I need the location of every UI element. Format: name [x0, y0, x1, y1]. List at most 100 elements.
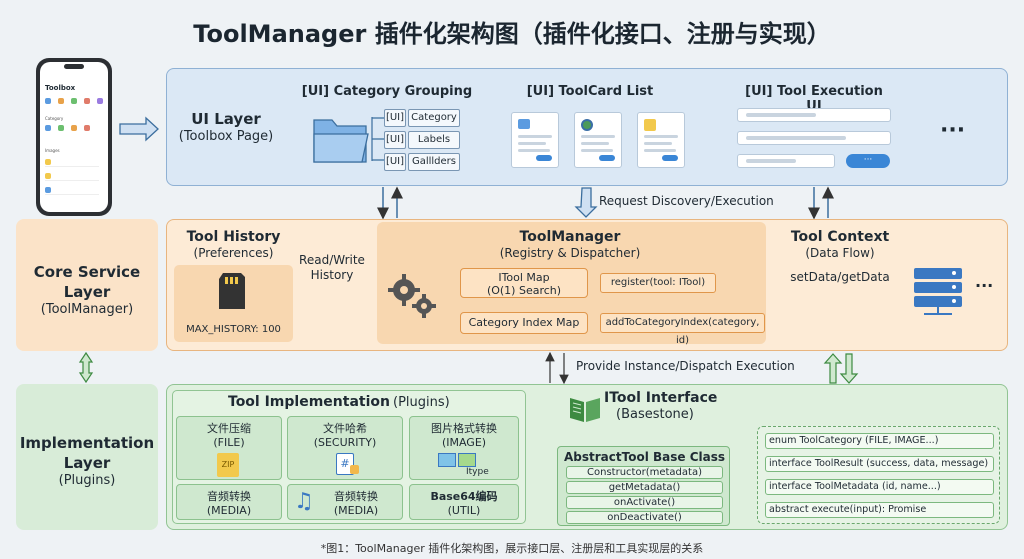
request-arrow — [574, 187, 598, 218]
server-icon — [914, 268, 962, 315]
plugin-type: (MEDIA) — [206, 504, 252, 517]
tag-bracket — [371, 117, 384, 161]
tool-card — [637, 112, 685, 168]
phone-app-icon — [58, 98, 64, 104]
folder-icon — [313, 119, 369, 163]
max-history-label: MAX_HISTORY: 100 — [186, 324, 281, 335]
set-get-data-label: setData/getData — [790, 270, 890, 284]
abstract-tool-title: AbstractTool Base Class — [564, 450, 725, 464]
abstract-execute: abstract execute(input): Promise — [765, 502, 994, 518]
phone-notch — [64, 64, 84, 69]
plugin-type: (UTIL) — [447, 504, 481, 517]
ui-tag-prefix: [UI] — [384, 131, 406, 149]
tool-implementation-title: Tool Implementation — [228, 394, 390, 410]
figure-caption: *图1：ToolManager 插件化架构图，展示接口层、注册层和工具实现层的关… — [320, 542, 704, 555]
plugin-file-compress: 文件压缩 (FILE) ZIP — [176, 416, 282, 480]
labels-tag: Labels — [408, 131, 460, 149]
phone-app-icon — [58, 125, 64, 131]
abstract-tool-box: AbstractTool Base Class Constructor(meta… — [557, 446, 730, 526]
plugin-type: (SECURITY) — [313, 436, 377, 449]
interface-tool-metadata: interface ToolMetadata (id, name...) — [765, 479, 994, 495]
tool-history-title: Tool History — [186, 229, 281, 245]
plugin-audio-convert-2: ♫ 音频转换 (MEDIA) — [287, 484, 403, 520]
phone-list-row — [45, 172, 99, 181]
ui-layer-name: UI Layer — [191, 110, 261, 128]
sd-card-icon — [219, 273, 245, 309]
method-on-activate: onActivate() — [566, 496, 723, 509]
itool-interface-sub: (Basestone) — [616, 407, 694, 422]
tool-context-sub: (Data Flow) — [805, 246, 875, 260]
execution-ui-row — [737, 154, 835, 168]
plugin-image-convert: 图片格式转换 (IMAGE) Itype — [409, 416, 519, 480]
diagram-title: ToolManager 插件化架构图（插件化接口、注册与实现） — [193, 20, 831, 48]
core-impl-arrow — [78, 351, 94, 384]
plugin-file-hash: 文件哈希 (SECURITY) # — [287, 416, 403, 480]
plugin-name: 音频转换 — [207, 490, 251, 503]
tool-history-sub: (Preferences) — [193, 246, 274, 260]
phone-screen: Toolbox Category Images — [40, 62, 108, 212]
plugin-type: (MEDIA) — [333, 504, 379, 517]
plugin-type: (FILE) — [213, 436, 245, 449]
itool-map-box: ITool Map (O(1) Search) — [460, 268, 588, 298]
enum-tool-category: enum ToolCategory (FILE, IMAGE...) — [765, 433, 994, 449]
tool-implementation-sub: (Plugins) — [393, 395, 450, 410]
core-layer-label-panel — [16, 219, 158, 351]
tool-context-title: Tool Context — [790, 229, 890, 245]
plugin-audio-convert: 音频转换 (MEDIA) — [176, 484, 282, 520]
execute-button: ··· — [846, 154, 890, 168]
gallders-tag: Galllders — [408, 153, 460, 171]
impl-layer-sub: (Plugins) — [58, 473, 116, 488]
note-icon — [644, 119, 656, 131]
ui-tag-prefix: [UI] — [384, 153, 406, 171]
method-get-metadata: getMetadata() — [566, 481, 723, 494]
hash-file-icon: # — [336, 453, 354, 475]
itool-map-label: ITool Map — [498, 271, 550, 284]
impl-context-arrow — [823, 353, 843, 384]
plugin-name: Base64编码 — [430, 490, 498, 503]
plugin-name: 音频转换 — [334, 490, 378, 503]
gear-icon — [388, 274, 436, 318]
impl-layer-label-panel — [16, 384, 158, 530]
phone-to-ui-arrow — [119, 116, 159, 142]
itool-interface-title: ITool Interface — [604, 390, 718, 406]
ui-tag-prefix: [UI] — [384, 109, 406, 127]
book-icon — [570, 398, 600, 422]
phone-app-icon — [71, 125, 77, 131]
image-icon — [438, 453, 456, 467]
request-label: Request Discovery/Execution — [599, 194, 774, 208]
itype-label: Itype — [466, 467, 489, 477]
toolmanager-title: ToolManager — [519, 229, 621, 245]
core-layer-name: Core Service — [33, 263, 141, 281]
plugin-name: 文件压缩 — [207, 422, 251, 435]
execution-ui-row — [737, 108, 891, 122]
provide-label: Provide Instance/Dispatch Execution — [576, 359, 795, 373]
phone-app-icon — [97, 98, 103, 104]
add-category-method-box: addToCategoryIndex(category, id) — [600, 313, 765, 346]
interface-tool-result: interface ToolResult (success, data, mes… — [765, 456, 994, 472]
music-note-icon: ♫ — [294, 489, 314, 514]
phone-list-row — [45, 186, 99, 195]
lock-icon — [350, 465, 359, 474]
execution-ui-row — [737, 131, 891, 145]
category-index-map-box: Category Index Map — [460, 312, 588, 334]
plugin-name: 文件哈希 — [323, 422, 367, 435]
globe-icon — [581, 119, 593, 131]
phone-images-label: Images — [45, 148, 60, 153]
category-grouping-title: [UI] Category Grouping — [301, 84, 473, 99]
zip-icon: ZIP — [217, 453, 239, 477]
plugin-type: (IMAGE) — [441, 436, 487, 449]
ui-layer-sub: (Toolbox Page) — [178, 129, 274, 144]
tool-card — [511, 112, 559, 168]
ui-more-ellipsis: ··· — [940, 118, 966, 143]
phone-app-icon — [71, 98, 77, 104]
phone-app-icon — [84, 98, 90, 104]
type-definitions-box: enum ToolCategory (FILE, IMAGE...) inter… — [757, 426, 1000, 524]
register-method-box: register(tool: ITool) — [600, 273, 716, 293]
impl-layer-name: Implementation — [19, 434, 155, 452]
phone-app-icon — [45, 125, 51, 131]
plugin-name: 图片格式转换 — [431, 422, 497, 435]
impl-layer-name-2: Layer — [63, 454, 111, 472]
read-write-label-2: History — [310, 268, 354, 282]
category-tag: Category — [408, 109, 460, 127]
tool-card — [574, 112, 622, 168]
